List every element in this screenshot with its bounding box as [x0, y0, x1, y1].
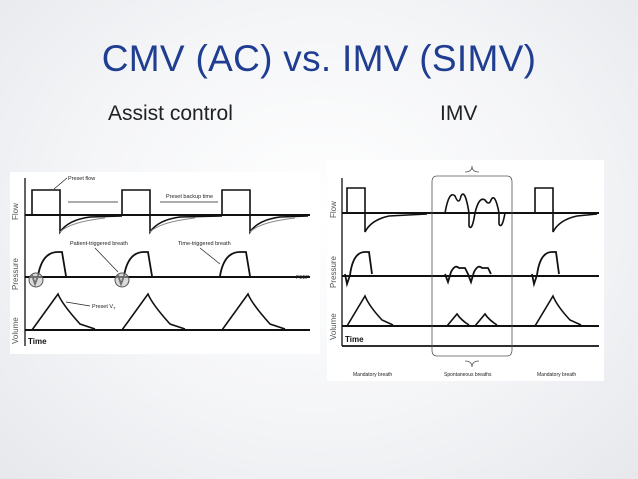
spontaneous-breaths-bracket [431, 175, 513, 357]
patient-triggered-label: Patient-triggered breath [70, 241, 128, 247]
flow-waveform [346, 187, 598, 233]
preset-vt-label: Preset VT [92, 304, 116, 311]
assist-control-heading: Assist control [108, 102, 233, 125]
volume-axis-label: Volume [11, 317, 20, 344]
time-axis-label: Time [28, 337, 47, 346]
assist-control-waveform-svg: Flow Pressure Volume [11, 176, 310, 346]
spontaneous-breaths-label: Spontaneous breaths [444, 372, 492, 378]
peep-label: PEEP [296, 275, 310, 281]
time-axis-label: Time [345, 335, 364, 344]
bracket-brace-icon [464, 360, 480, 368]
volume-waveform [346, 294, 582, 327]
time-triggered-label: Time-triggered breath [178, 241, 231, 247]
preset-flow-pointer [53, 177, 68, 190]
assist-control-waveform-figure: Flow Pressure Volume [10, 172, 320, 354]
mandatory-breath-left-label: Mandatory breath [353, 372, 392, 378]
flow-axis-label: Flow [329, 201, 338, 218]
patient-triggered-pointer [94, 247, 119, 273]
flow-waveform [31, 189, 309, 235]
pressure-waveform [344, 251, 560, 288]
imv-waveform-figure: Flow Pressure Volume [327, 160, 604, 381]
pressure-axis-label: Pressure [11, 257, 20, 290]
pressure-axis-label: Pressure [329, 255, 338, 288]
imv-heading: IMV [440, 102, 478, 125]
mandatory-breath-right-label: Mandatory breath [537, 372, 576, 378]
preset-backup-time-label: Preset backup time [166, 194, 213, 200]
volume-waveform [31, 292, 286, 331]
patient-trigger-marker [114, 272, 130, 288]
volume-axis-label: Volume [329, 313, 338, 340]
imv-waveform-svg: Flow Pressure Volume [329, 165, 599, 378]
slide-title: CMV (AC) vs. IMV (SIMV) [101, 38, 537, 79]
patient-trigger-marker [28, 272, 44, 288]
preset-flow-label: Preset flow [68, 176, 95, 182]
flow-axis-label: Flow [11, 203, 20, 220]
pressure-waveform [31, 251, 251, 287]
bracket-brace-icon [464, 165, 480, 173]
preset-vt-pointer [65, 301, 91, 307]
flow-return-shading [59, 217, 296, 233]
time-triggered-pointer [199, 247, 221, 265]
